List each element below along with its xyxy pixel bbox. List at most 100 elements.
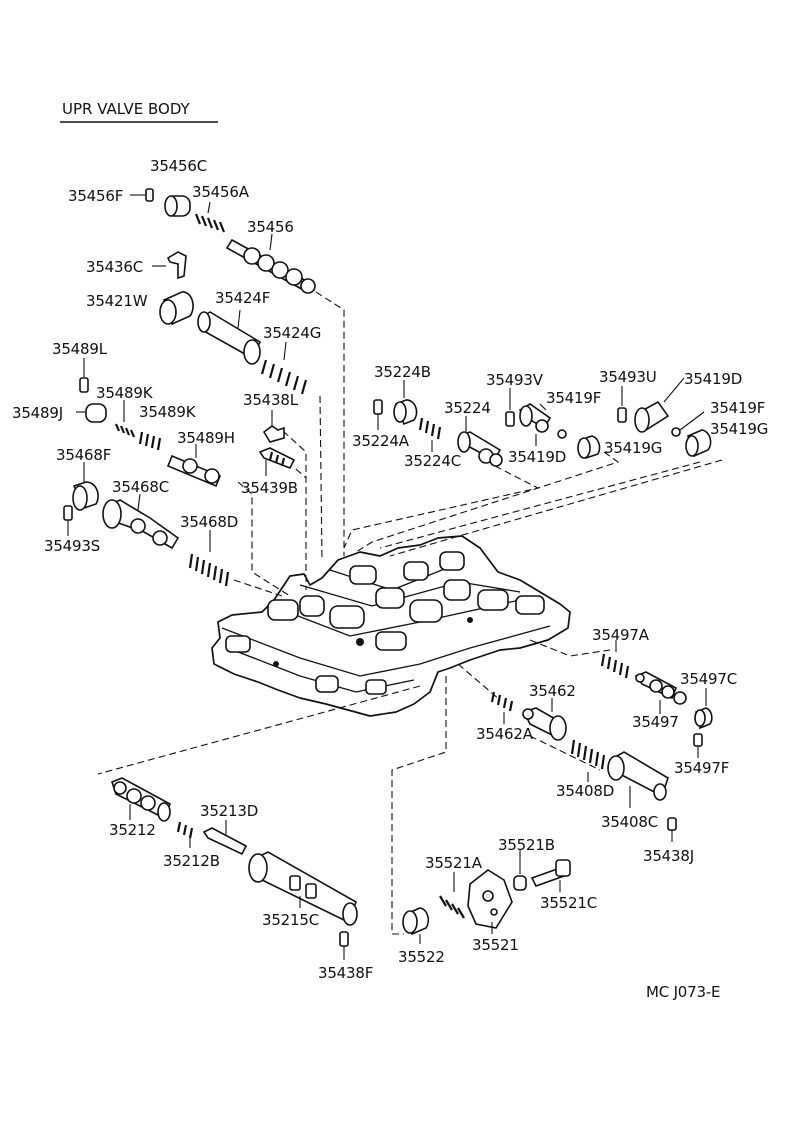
part-35521C-bolt	[530, 859, 571, 892]
label-35521C: 35521C	[540, 894, 597, 912]
label-35493S: 35493S	[44, 537, 100, 555]
label-35408D: 35408D	[556, 782, 614, 800]
part-35419G-plug	[577, 435, 601, 460]
part-35224-valve	[457, 416, 503, 467]
label-35212: 35212	[109, 821, 156, 839]
part-35462-valve	[522, 698, 567, 741]
part-35438F	[339, 931, 349, 960]
part-35224C-spring	[418, 417, 442, 452]
label-35493U: 35493U	[599, 368, 657, 386]
label-35522: 35522	[398, 948, 445, 966]
part-labels: 35456C 35456F 35456A 35456 35436C 35421W…	[12, 157, 768, 982]
label-35468C: 35468C	[112, 478, 169, 496]
assembly-guide-lines	[97, 291, 723, 935]
label-35424F: 35424F	[215, 289, 270, 307]
label-35419F-2: 35419F	[710, 399, 765, 417]
part-35419D-valve	[518, 403, 552, 446]
label-35468F: 35468F	[56, 446, 111, 464]
part-35497C	[694, 688, 713, 730]
part-35419D-right-valve	[634, 377, 685, 433]
label-35497A: 35497A	[592, 626, 650, 644]
diagram-title: UPR VALVE BODY	[62, 100, 191, 118]
label-35436C: 35436C	[86, 258, 143, 276]
label-35462A: 35462A	[476, 725, 534, 743]
label-35456A: 35456A	[192, 183, 250, 201]
part-35497-valve	[634, 671, 687, 714]
label-35497F: 35497F	[674, 759, 729, 777]
valve-body	[211, 535, 571, 717]
part-35215C-sleeve	[248, 851, 358, 926]
part-35212B-spring	[176, 821, 194, 848]
part-35438J	[667, 817, 677, 842]
label-35419G-2: 35419G	[710, 420, 768, 438]
part-35489L	[79, 358, 89, 393]
part-35419F-right-ball	[671, 411, 705, 437]
label-35419G: 35419G	[604, 439, 662, 457]
label-35224B: 35224B	[374, 363, 431, 381]
part-35489J	[76, 403, 107, 423]
label-35424G: 35424G	[263, 324, 321, 342]
part-35456-valve	[225, 233, 316, 294]
label-35493V: 35493V	[486, 371, 544, 389]
label-35224A: 35224A	[352, 432, 410, 450]
label-35438L: 35438L	[243, 391, 299, 409]
part-35497F	[693, 733, 703, 758]
part-35462A-spring	[490, 691, 514, 724]
label-35224C: 35224C	[404, 452, 461, 470]
part-35521-plate	[467, 869, 513, 934]
label-35408C: 35408C	[601, 813, 658, 831]
label-35419D: 35419D	[508, 448, 566, 466]
label-35438F: 35438F	[318, 964, 373, 982]
part-35468C-valve	[102, 493, 180, 550]
part-35438L	[262, 410, 285, 443]
label-35521: 35521	[472, 936, 519, 954]
part-35493U	[617, 386, 627, 423]
label-35438J: 35438J	[643, 847, 694, 865]
part-35489H-valve	[166, 444, 222, 488]
part-35224A	[373, 399, 383, 430]
label-35419D-2: 35419D	[684, 370, 742, 388]
part-35212-valve	[111, 777, 172, 822]
label-35462: 35462	[529, 682, 576, 700]
part-35419G-right-plug	[685, 429, 712, 458]
label-35456C: 35456C	[150, 157, 207, 175]
label-35224: 35224	[444, 399, 491, 417]
label-35419F: 35419F	[546, 389, 601, 407]
label-35215C: 35215C	[262, 911, 319, 929]
part-35424G-spring	[260, 341, 308, 395]
label-35212B: 35212B	[163, 852, 220, 870]
label-35468D: 35468D	[180, 513, 238, 531]
part-35456A-spring	[194, 201, 226, 233]
label-35456: 35456	[247, 218, 294, 236]
part-35408C-sleeve	[607, 751, 669, 808]
figure-code: MC J073-E	[646, 983, 720, 1001]
part-35497A-spring	[600, 640, 630, 679]
label-35489J: 35489J	[12, 404, 63, 422]
part-35456C	[164, 195, 191, 217]
part-35522	[402, 907, 430, 944]
part-35468D-spring	[188, 530, 230, 587]
part-35521B-washer	[513, 850, 527, 891]
label-35521B: 35521B	[498, 836, 555, 854]
part-35424F	[197, 309, 262, 365]
label-35521A: 35521A	[425, 854, 483, 872]
part-35408D-spring	[570, 739, 606, 782]
part-35419F-ball	[557, 429, 567, 439]
label-35497: 35497	[632, 713, 679, 731]
label-35497C: 35497C	[680, 670, 737, 688]
label-35489H: 35489H	[177, 429, 235, 447]
part-35493S	[63, 505, 73, 536]
label-35421W: 35421W	[86, 292, 148, 310]
part-35436C	[152, 251, 187, 280]
part-35213D-pin	[202, 820, 248, 856]
part-35439B-bolt	[258, 447, 296, 476]
part-35493V	[505, 388, 515, 427]
part-35489K-small-spring	[114, 400, 136, 438]
part-35468F	[72, 462, 99, 511]
part-35421W	[159, 291, 194, 326]
label-35439B: 35439B	[241, 479, 298, 497]
label-35489K: 35489K	[96, 384, 154, 402]
label-35213D: 35213D	[200, 802, 258, 820]
